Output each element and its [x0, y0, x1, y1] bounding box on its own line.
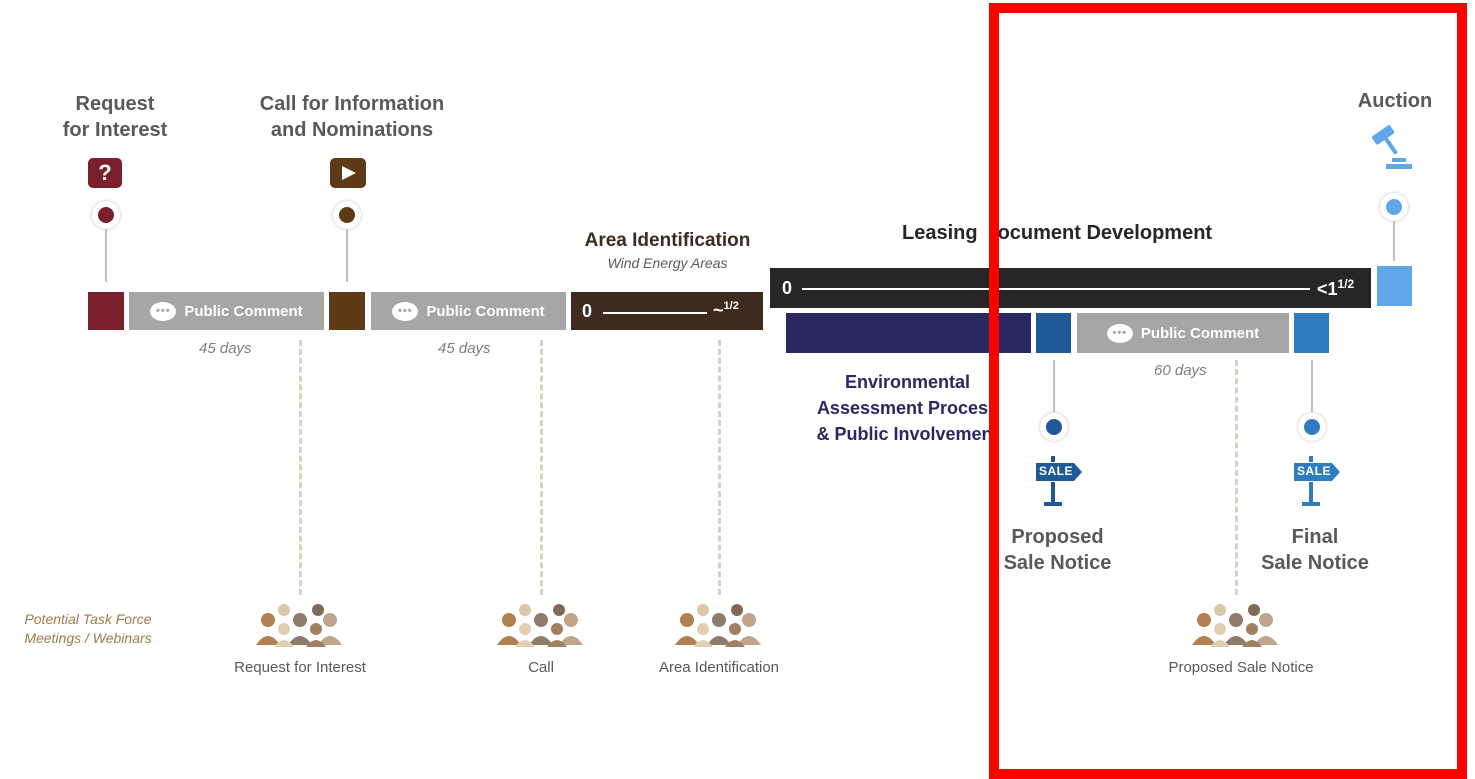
env-title-line2: Assessment Process: [816, 398, 999, 418]
public-comment-bar-1: ••• Public Comment: [129, 292, 324, 330]
leasing-scale-start: 0: [782, 278, 793, 298]
highlight-box: [989, 3, 1467, 779]
psn-title-line2: Sale Notice: [1003, 552, 1112, 574]
leasing-scale-end: <11/2: [1317, 277, 1354, 300]
taskforce-dash-1: [299, 340, 302, 595]
area-bar: 0 ~1/2: [571, 292, 763, 330]
people-group-icon: [495, 603, 587, 652]
auction-bar: [1377, 266, 1412, 306]
fsn-bar: [1294, 313, 1329, 353]
env-title-line3: & Public Involvement: [816, 424, 999, 444]
area-scale-end-fraction: 1/2: [723, 300, 739, 312]
call-title: Call for Information and Nominations: [232, 91, 472, 143]
call-title-line1: Call for Information: [259, 93, 445, 115]
speech-bubble-icon: •••: [150, 301, 177, 321]
fsn-dot: [1298, 413, 1326, 441]
taskforce-meeting-label: Call: [528, 659, 554, 676]
area-scale-start: 0: [582, 301, 593, 321]
auction-connector: [1393, 221, 1395, 261]
rfi-title-line2: for Interest: [62, 119, 168, 141]
leasing-title: Leasing Document Development: [902, 222, 1212, 245]
comment-days-3: 60 days: [1154, 362, 1207, 379]
leasing-scale-end-value: <1: [1317, 279, 1338, 299]
psn-title-line1: Proposed: [1011, 526, 1104, 548]
taskforce-meeting-label: Area Identification: [658, 659, 780, 676]
public-comment-label: Public Comment: [426, 302, 545, 320]
leasing-bar: 0 <11/2: [770, 268, 1371, 308]
rfi-title: Request for Interest: [40, 91, 190, 143]
sale-sign-text: SALE: [1039, 464, 1074, 478]
psn-dot: [1040, 413, 1068, 441]
public-comment-bar-3: ••• Public Comment: [1077, 313, 1289, 353]
taskforce-label: Potential Task Force Meetings / Webinars: [8, 610, 168, 648]
fsn-connector: [1311, 360, 1313, 412]
psn-connector: [1053, 360, 1055, 412]
leasing-title-part1: Leasing: [902, 222, 984, 244]
leasing-scale-end-fraction: 1/2: [1337, 277, 1355, 291]
speech-bubble-icon: •••: [392, 301, 419, 321]
psn-title: Proposed Sale Notice: [985, 524, 1130, 576]
fsn-title: Final Sale Notice: [1240, 524, 1390, 576]
env-title: Environmental Assessment Process & Publi…: [790, 369, 1025, 447]
public-comment-bar-2: ••• Public Comment: [371, 292, 566, 330]
taskforce-dash-3: [718, 340, 721, 595]
speech-bubble-icon: •••: [1106, 323, 1133, 343]
auction-dot: [1380, 193, 1408, 221]
env-title-line1: Environmental: [844, 372, 971, 392]
area-subtitle: Wind Energy Areas: [607, 255, 728, 271]
rfi-bar: [88, 292, 124, 330]
taskforce-dash-2: [540, 340, 543, 595]
call-connector: [346, 229, 348, 282]
people-group-icon: [673, 603, 765, 652]
call-bar: [329, 292, 365, 330]
rfi-connector: [105, 229, 107, 282]
call-dot: [333, 201, 361, 229]
comment-days-1: 45 days: [199, 340, 252, 357]
question-glyph: ?: [98, 160, 112, 185]
public-comment-label: Public Comment: [184, 302, 303, 320]
sale-sign-icon: SALE: [1034, 456, 1086, 508]
play-icon: [330, 158, 366, 188]
taskforce-label-line1: Potential Task Force: [24, 611, 152, 627]
taskforce-meeting-label: Proposed Sale Notice: [1168, 659, 1314, 676]
psn-bar: [1036, 313, 1071, 353]
taskforce-dash-4: [1235, 360, 1238, 595]
people-group-icon: [254, 603, 346, 652]
auction-title: Auction: [1357, 90, 1433, 112]
leasing-title-part2: ocument Development: [997, 222, 1213, 244]
area-scale-end-tilde: ~: [713, 300, 724, 320]
people-group-icon: [1190, 603, 1282, 652]
fsn-title-line2: Sale Notice: [1261, 552, 1369, 574]
question-icon: ?: [88, 158, 122, 188]
sale-sign-icon: SALE: [1292, 456, 1344, 508]
rfi-title-line1: Request: [75, 93, 155, 115]
gavel-icon: [1366, 124, 1416, 172]
call-title-line2: and Nominations: [270, 119, 434, 141]
taskforce-label-line2: Meetings / Webinars: [24, 630, 152, 646]
area-scale-end: ~1/2: [713, 300, 739, 321]
sale-sign-text: SALE: [1297, 464, 1332, 478]
public-comment-label: Public Comment: [1140, 324, 1260, 342]
rfi-dot: [92, 201, 120, 229]
comment-days-2: 45 days: [438, 340, 491, 357]
area-title: Area Identification: [584, 230, 751, 251]
leasing-scale-line: [802, 288, 1310, 290]
taskforce-meeting-label: Request for Interest: [234, 659, 366, 676]
area-scale-line: [603, 312, 707, 314]
fsn-title-line1: Final: [1291, 526, 1339, 548]
